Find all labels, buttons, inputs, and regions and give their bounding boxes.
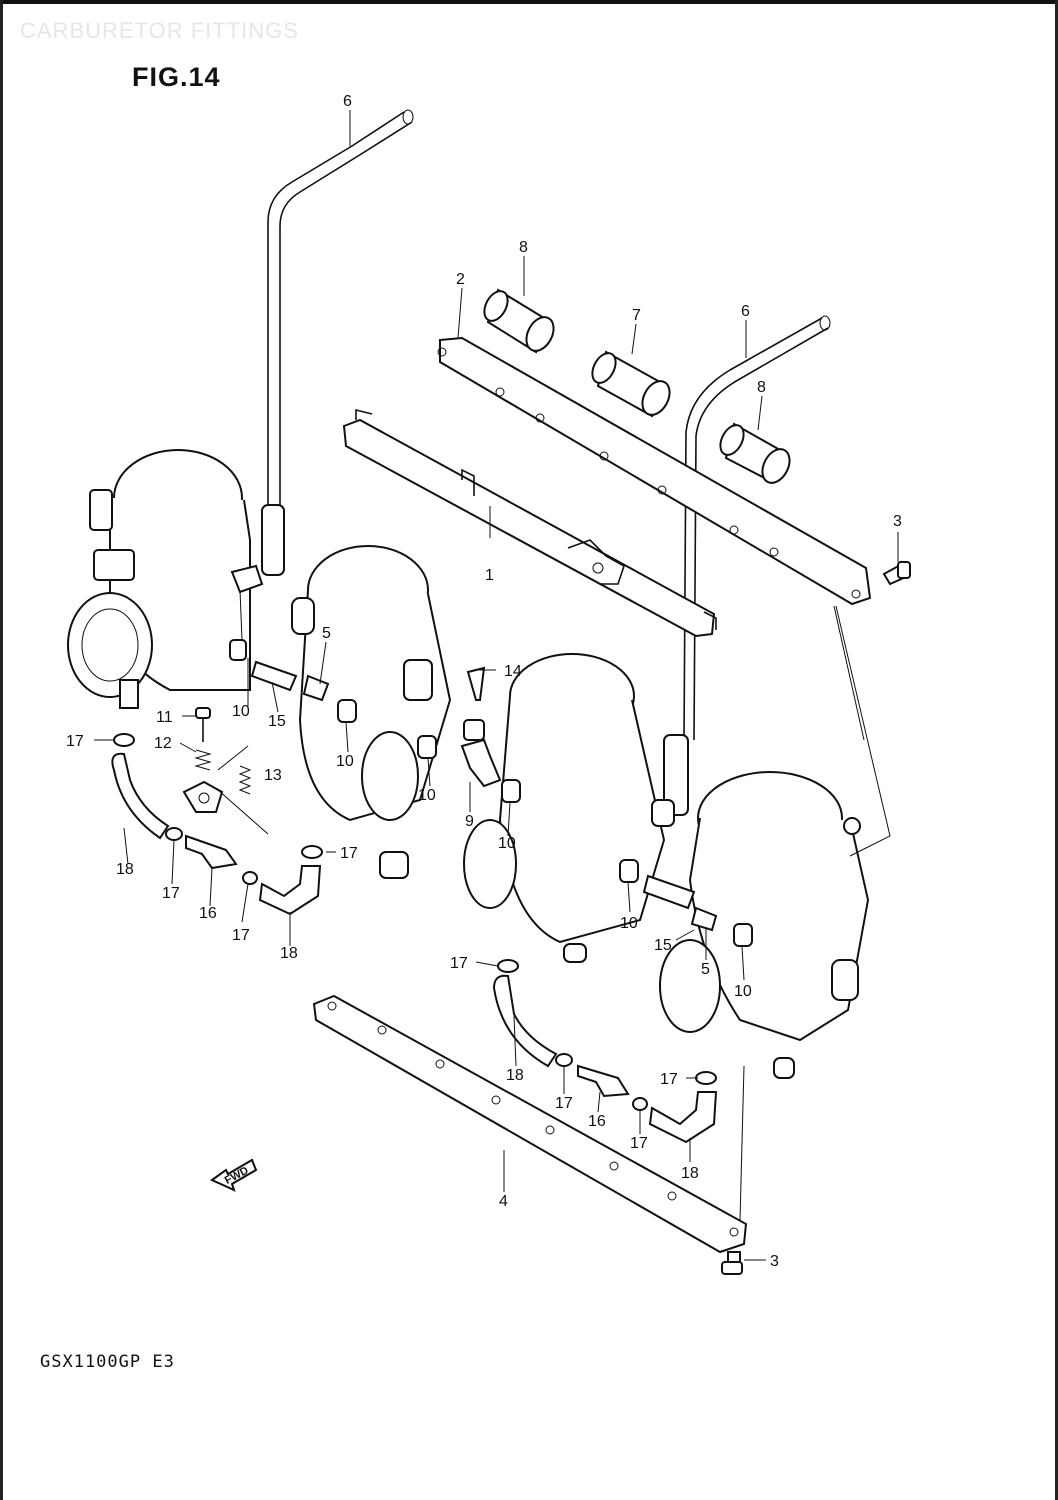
callout-10: 10 [336, 753, 354, 770]
callout-14: 14 [504, 663, 522, 680]
cap-7 [591, 350, 671, 418]
callout-7: 7 [632, 307, 641, 324]
callout-16: 16 [588, 1113, 606, 1130]
callout-17: 17 [450, 955, 468, 972]
screw-spring-clamp [182, 707, 269, 835]
callout-1: 1 [485, 567, 494, 584]
hoses-left [111, 733, 323, 916]
callout-10: 10 [418, 787, 436, 804]
callout-16: 16 [199, 905, 217, 922]
callout-18: 18 [506, 1067, 524, 1084]
callout-8: 8 [519, 239, 528, 256]
callout-17: 17 [340, 845, 358, 862]
fwd-label: FWD [223, 1164, 251, 1186]
callout-17: 17 [660, 1071, 678, 1088]
callout-3: 3 [893, 513, 902, 530]
callout-9: 9 [465, 813, 474, 830]
callout-11: 11 [156, 709, 173, 726]
callout-17: 17 [630, 1135, 648, 1152]
callout-12: 12 [154, 735, 172, 752]
callout-15: 15 [654, 937, 672, 954]
bolt-3-upper [882, 561, 911, 586]
callout-10: 10 [232, 703, 250, 720]
upper-plate-bracket [437, 336, 872, 606]
fwd-arrow-icon: FWD [210, 1158, 258, 1192]
page-border-top [0, 0, 1058, 4]
cap-8-upper [483, 288, 555, 354]
page-border-right [1055, 0, 1058, 1500]
vent-tube-left [261, 109, 414, 576]
cap-8-lower [719, 422, 791, 484]
callout-2: 2 [456, 271, 465, 288]
callout-18: 18 [116, 861, 134, 878]
callout-13: 13 [264, 767, 282, 784]
callout-6: 6 [343, 93, 352, 110]
carburetor-4 [659, 771, 870, 1079]
callout-10: 10 [620, 915, 638, 932]
carburetor-bracket-1 [342, 408, 717, 638]
callout-5: 5 [322, 625, 331, 642]
callout-15: 15 [268, 713, 286, 730]
carburetor-2 [291, 545, 452, 879]
callout-5: 5 [701, 961, 710, 978]
callout-4: 4 [499, 1193, 508, 1210]
figure-label: FIG.14 [132, 62, 221, 92]
callout-17: 17 [162, 885, 180, 902]
model-code: GSX1100GP E3 [40, 1352, 175, 1372]
section-title-faint: CARBURETOR FITTINGS [20, 18, 299, 43]
carburetor-1 [67, 449, 251, 709]
callout-10: 10 [734, 983, 752, 1000]
bolt-3-lower [721, 1251, 743, 1275]
callout-18: 18 [280, 945, 298, 962]
callout-8: 8 [757, 379, 766, 396]
callout-17: 17 [555, 1095, 573, 1112]
callout-6: 6 [741, 303, 750, 320]
callout-leader-lines [94, 110, 899, 1261]
page-border-left [0, 0, 3, 1500]
callout-17: 17 [232, 927, 250, 944]
vent-tube-right [663, 315, 831, 816]
fitting-nipples [229, 564, 753, 947]
assembly-guide-lines [239, 589, 891, 1221]
callout-17: 17 [66, 733, 84, 750]
callout-labels: 6 8 2 7 6 8 3 1 5 14 11 10 15 17 12 13 1… [66, 93, 902, 1270]
callout-18: 18 [681, 1165, 699, 1182]
callout-10: 10 [498, 835, 516, 852]
callout-3: 3 [770, 1253, 779, 1270]
lower-bracket-4 [312, 994, 748, 1254]
